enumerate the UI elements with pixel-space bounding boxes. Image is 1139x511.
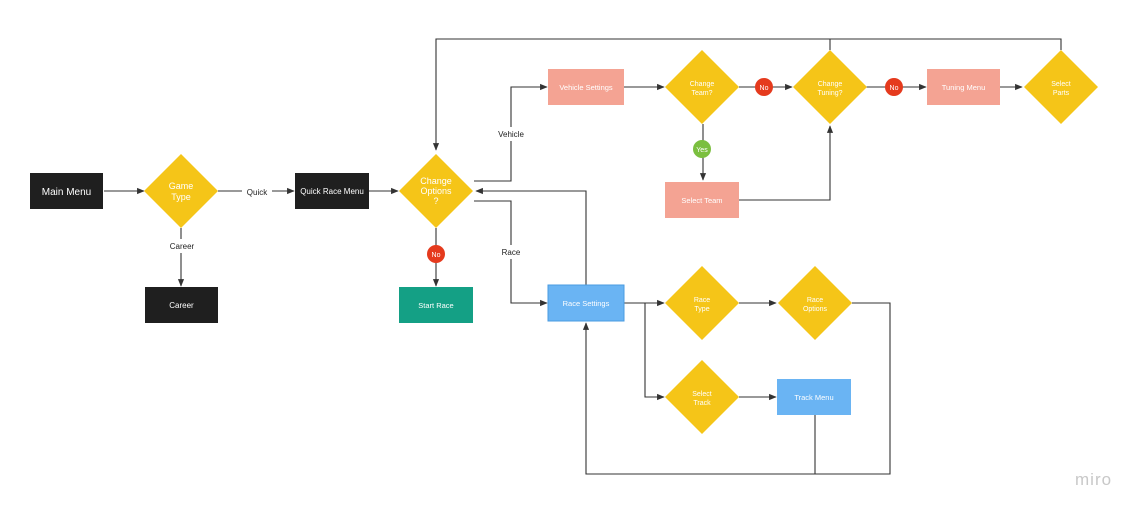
- decision-change-tuning-line-2: Tuning?: [817, 90, 842, 97]
- node-track-menu-label: Track Menu: [794, 393, 833, 402]
- edge-label-vehicle: Vehicle: [498, 130, 524, 139]
- decision-game-type-line-2: Type: [171, 192, 191, 202]
- edge-select-parts-back-to-change-options: [432, 38, 1062, 151]
- node-track-menu[interactable]: Track Menu: [777, 379, 851, 415]
- badge-no-start-race: No: [427, 245, 445, 263]
- edge-label-career: Career: [170, 242, 195, 251]
- node-quick-race-menu-label: Quick Race Menu: [300, 187, 364, 196]
- decision-change-options-line-2: Options: [420, 186, 452, 196]
- decision-change-options-line-1: Change: [420, 176, 452, 186]
- badge-no-change-tuning-label: No: [890, 85, 899, 92]
- edge-label-race: Race: [502, 248, 521, 257]
- decision-race-type[interactable]: Race Type: [665, 266, 739, 340]
- node-career-label: Career: [169, 301, 194, 310]
- edge-race-options-back-to-race-settings: [582, 302, 891, 475]
- node-vehicle-settings-label: Vehicle Settings: [559, 83, 613, 92]
- node-main-menu-label: Main Menu: [42, 187, 91, 198]
- edge-select-team-to-change-tuning: [739, 125, 834, 201]
- decision-change-tuning[interactable]: Change Tuning?: [793, 50, 867, 124]
- connectors: [104, 38, 1062, 475]
- badge-no-change-tuning: No: [885, 78, 903, 96]
- decision-race-type-line-2: Type: [694, 306, 709, 313]
- miro-watermark-logo: miro: [1075, 470, 1113, 489]
- decision-select-parts-line-2: Parts: [1053, 90, 1070, 97]
- node-career[interactable]: Career: [145, 287, 218, 323]
- badge-no-change-team: No: [755, 78, 773, 96]
- node-tuning-menu[interactable]: Tuning Menu: [927, 69, 1000, 105]
- decision-change-tuning-line-1: Change: [818, 81, 843, 88]
- decision-game-type[interactable]: Game Type: [144, 154, 218, 228]
- node-select-team-label: Select Team: [681, 196, 722, 205]
- decision-change-team-line-1: Change: [690, 81, 715, 88]
- decision-change-options-line-3: ?: [433, 196, 438, 206]
- node-tuning-menu-label: Tuning Menu: [942, 83, 986, 92]
- node-vehicle-settings[interactable]: Vehicle Settings: [548, 69, 624, 105]
- badge-yes-select-team: Yes: [693, 140, 711, 158]
- decision-race-type-line-1: Race: [694, 297, 710, 304]
- node-start-race-label: Start Race: [418, 301, 453, 310]
- badge-no-start-race-label: No: [432, 252, 441, 259]
- decision-select-track-line-2: Track: [693, 400, 711, 407]
- badge-yes-select-team-label: Yes: [696, 147, 708, 154]
- decision-select-track-line-1: Select: [692, 391, 712, 398]
- decision-race-options[interactable]: Race Options: [778, 266, 852, 340]
- decision-game-type-line-1: Game: [169, 181, 194, 191]
- edge-race-settings-to-select-track: [644, 303, 665, 401]
- node-quick-race-menu[interactable]: Quick Race Menu: [295, 173, 369, 209]
- decision-select-parts-line-1: Select: [1051, 81, 1071, 88]
- decision-change-options[interactable]: Change Options ?: [399, 154, 473, 228]
- edge-label-quick: Quick: [247, 188, 268, 197]
- badge-no-change-team-label: No: [760, 85, 769, 92]
- node-select-team[interactable]: Select Team: [665, 182, 739, 218]
- decision-change-team-line-2: Team?: [691, 90, 712, 97]
- decision-race-options-line-2: Options: [803, 306, 828, 313]
- node-race-settings-label: Race Settings: [563, 299, 610, 308]
- decision-change-team[interactable]: Change Team?: [665, 50, 739, 124]
- decision-select-parts[interactable]: Select Parts: [1024, 50, 1098, 124]
- edge-labels: Quick Career Vehicle Race: [166, 127, 528, 259]
- decision-race-options-line-1: Race: [807, 297, 823, 304]
- node-race-settings[interactable]: Race Settings: [547, 284, 625, 322]
- edge-race-settings-back-to-change-options: [475, 187, 587, 285]
- node-main-menu[interactable]: Main Menu: [30, 173, 103, 209]
- decision-select-track[interactable]: Select Track: [665, 360, 739, 434]
- node-start-race[interactable]: Start Race: [399, 287, 473, 323]
